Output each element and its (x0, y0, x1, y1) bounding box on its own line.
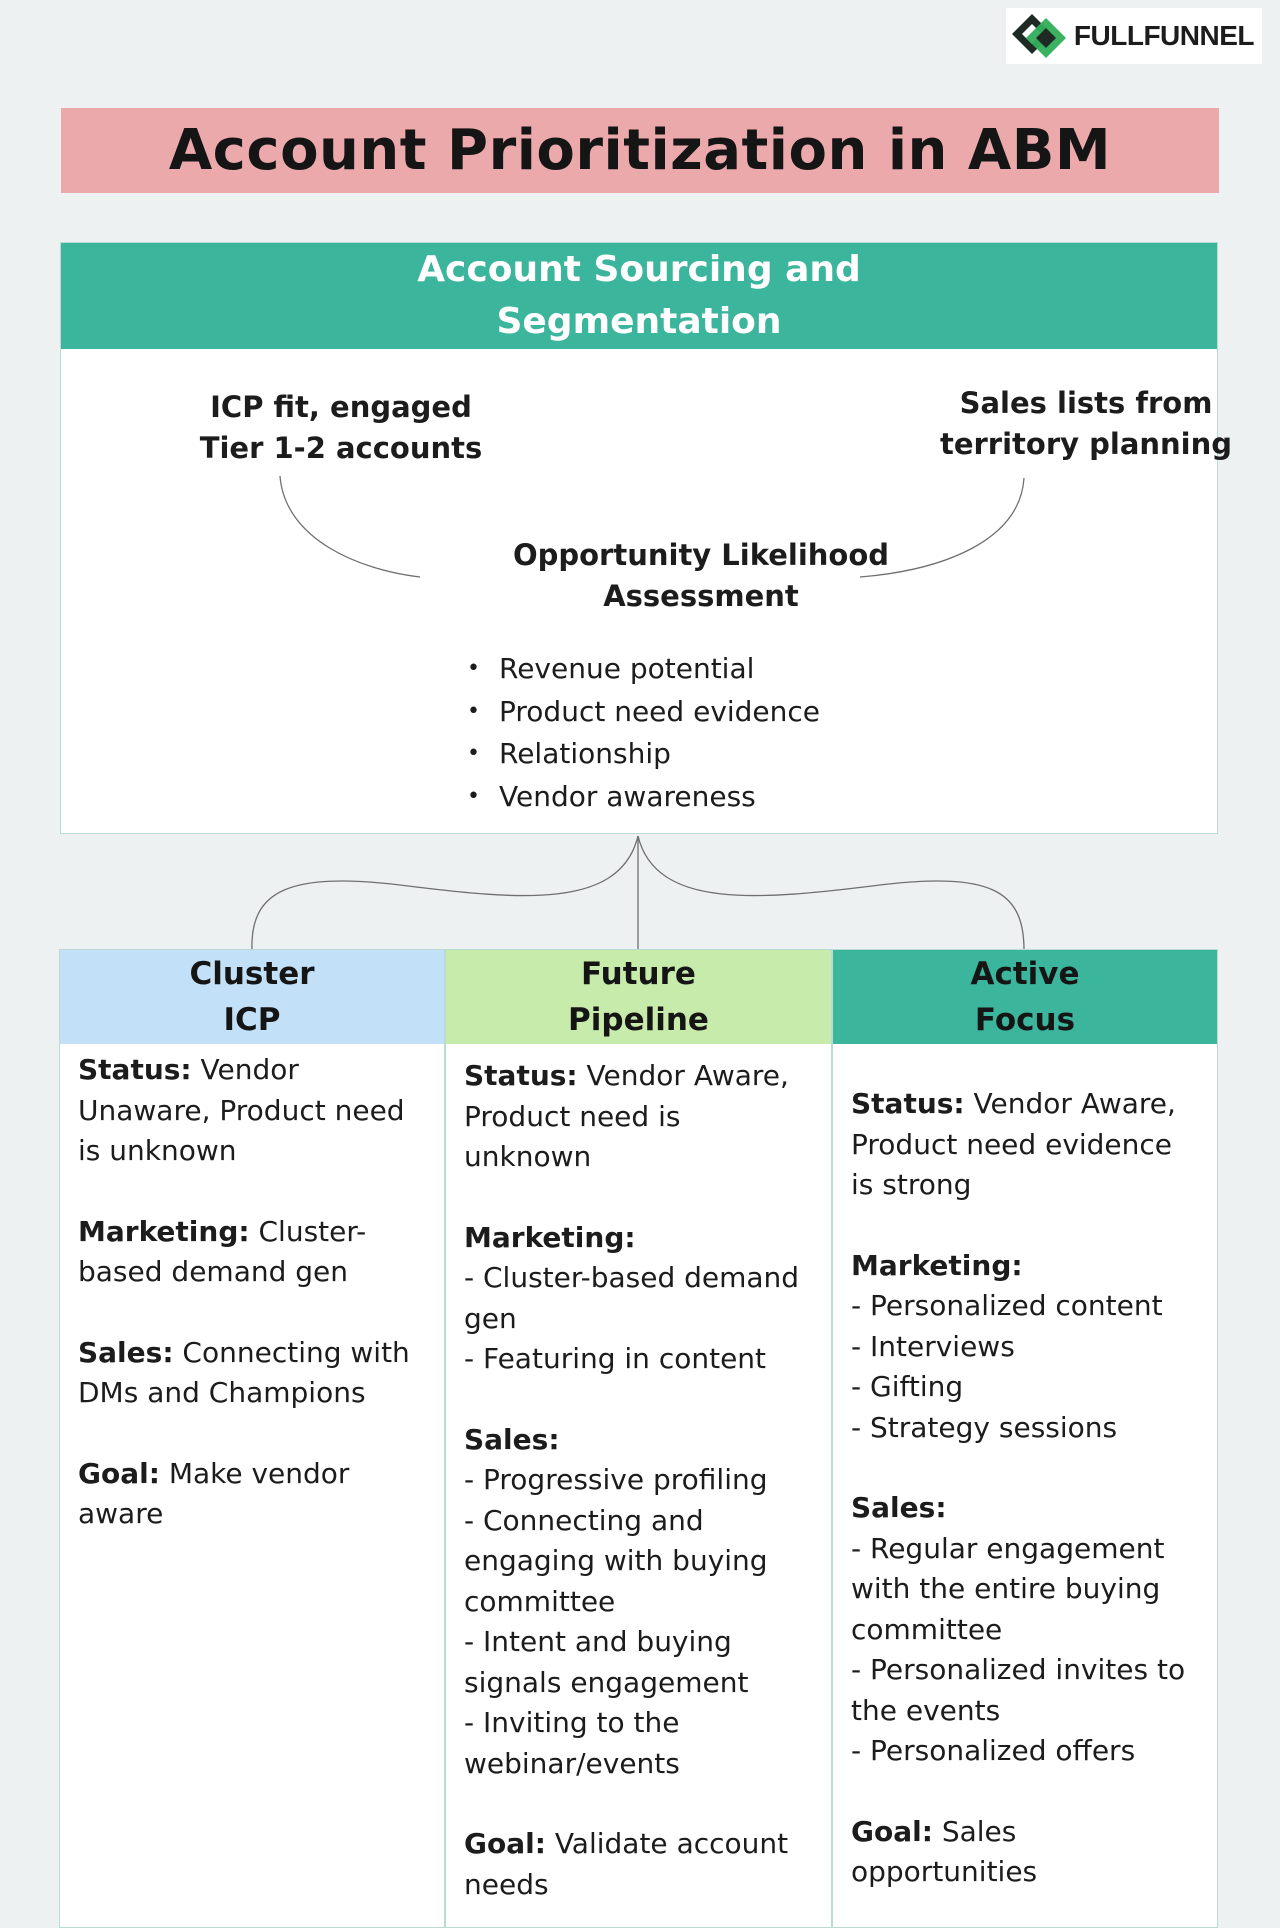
sales-label: Sales: (464, 1422, 560, 1456)
page-title: Account Prioritization in ABM (168, 118, 1112, 183)
marketing-item: - Interviews (851, 1329, 1015, 1363)
active-focus-column: Active Focus Status: Vendor Aware, Produ… (832, 949, 1218, 1928)
goal-label: Goal: (464, 1827, 546, 1860)
fullfunnel-diamond-icon (1011, 14, 1066, 58)
goal-text: Make vendor aware (78, 1456, 350, 1531)
sales-section: Sales: Connecting with DMs and Champions (78, 1333, 426, 1414)
sales-item: - Regular engagement with the entire buy… (851, 1531, 1165, 1646)
status-section: Status: Vendor Unaware, Product need is … (78, 1050, 426, 1172)
status-text: Vendor Unaware, Product need is unknown (78, 1053, 405, 1167)
marketing-section: Marketing: - Personalized content - Inte… (851, 1246, 1199, 1449)
status-text: Vendor Aware, Product need evidence is s… (851, 1087, 1176, 1201)
criteria-item: Vendor awareness (467, 776, 820, 819)
future-pipeline-column: Future Pipeline Status: Vendor Aware, Pr… (445, 949, 832, 1928)
status-text: Vendor Aware, Product need is unknown (464, 1059, 789, 1173)
left-to-assessment-connector (279, 475, 421, 578)
goal-label: Goal: (851, 1814, 933, 1848)
sourcing-header: Account Sourcing and Segmentation (61, 243, 1217, 349)
marketing-item: - Strategy sessions (851, 1410, 1118, 1444)
status-section: Status: Vendor Aware, Product need is un… (464, 1056, 813, 1178)
to-cluster-connector (251, 835, 639, 951)
brand-name: FULLFUNNEL (1073, 20, 1255, 51)
sales-label: Sales: (78, 1335, 174, 1369)
goal-section: Goal: Make vendor aware (78, 1454, 426, 1535)
sales-item: - Personalized invites to the events (851, 1653, 1186, 1727)
sales-section: Sales: - Progressive profiling - Connect… (464, 1420, 813, 1785)
cluster-icp-header: Cluster ICP (60, 950, 444, 1044)
status-label: Status: (464, 1059, 578, 1092)
status-section: Status: Vendor Aware, Product need evide… (851, 1084, 1199, 1206)
cluster-icp-column: Cluster ICP Status: Vendor Unaware, Prod… (59, 949, 445, 1928)
marketing-item: - Personalized content (851, 1289, 1163, 1322)
fullfunnel-logo: FULLFUNNEL (1005, 8, 1262, 64)
marketing-section: Marketing: Cluster-based demand gen (78, 1212, 426, 1293)
goal-section: Goal: Validate account needs (464, 1824, 813, 1905)
criteria-item: Revenue potential (467, 648, 820, 691)
status-label: Status: (78, 1053, 192, 1086)
sales-label: Sales: (851, 1491, 947, 1524)
sales-item: - Inviting to the webinar/events (464, 1706, 680, 1780)
icp-source-label: ICP fit, engaged Tier 1-2 accounts (199, 390, 483, 465)
active-focus-header: Active Focus (833, 950, 1217, 1044)
sales-item: - Progressive profiling (464, 1463, 768, 1496)
criteria-item: Relationship (467, 733, 820, 776)
marketing-item: - Cluster-based demand gen (464, 1261, 800, 1335)
sales-list-source-label: Sales lists from territory planning (939, 386, 1233, 461)
marketing-section: Marketing: - Cluster-based demand gen - … (464, 1218, 813, 1380)
goal-text: Sales opportunities (851, 1814, 1038, 1889)
sales-item: - Intent and buying signals engagement (464, 1625, 749, 1699)
goal-section: Goal: Sales opportunities (851, 1812, 1199, 1893)
title-banner: Account Prioritization in ABM (61, 108, 1219, 193)
to-active-connector (637, 835, 1025, 951)
sales-text: Connecting with DMs and Champions (78, 1335, 410, 1410)
goal-text: Validate account needs (464, 1827, 789, 1901)
assessment-title: Opportunity Likelihood Assessment (512, 538, 890, 613)
marketing-item: - Gifting (851, 1370, 964, 1403)
goal-label: Goal: (78, 1456, 160, 1490)
sourcing-panel: Account Sourcing and Segmentation ICP fi… (60, 242, 1232, 834)
right-to-assessment-connector (859, 477, 1025, 578)
marketing-text: Cluster-based demand gen (78, 1214, 367, 1289)
marketing-label: Marketing: (78, 1214, 250, 1248)
assessment-criteria-list: Revenue potential Product need evidence … (467, 648, 820, 818)
criteria-item: Product need evidence (467, 691, 820, 734)
marketing-label: Marketing: (851, 1248, 1023, 1282)
status-label: Status: (851, 1087, 965, 1120)
marketing-item: - Featuring in content (464, 1342, 767, 1375)
marketing-label: Marketing: (464, 1220, 636, 1254)
sales-item: - Connecting and engaging with buying co… (464, 1503, 768, 1618)
future-pipeline-header: Future Pipeline (446, 950, 831, 1044)
sales-section: Sales: - Regular engagement with the ent… (851, 1488, 1199, 1772)
sales-item: - Personalized offers (851, 1734, 1136, 1767)
